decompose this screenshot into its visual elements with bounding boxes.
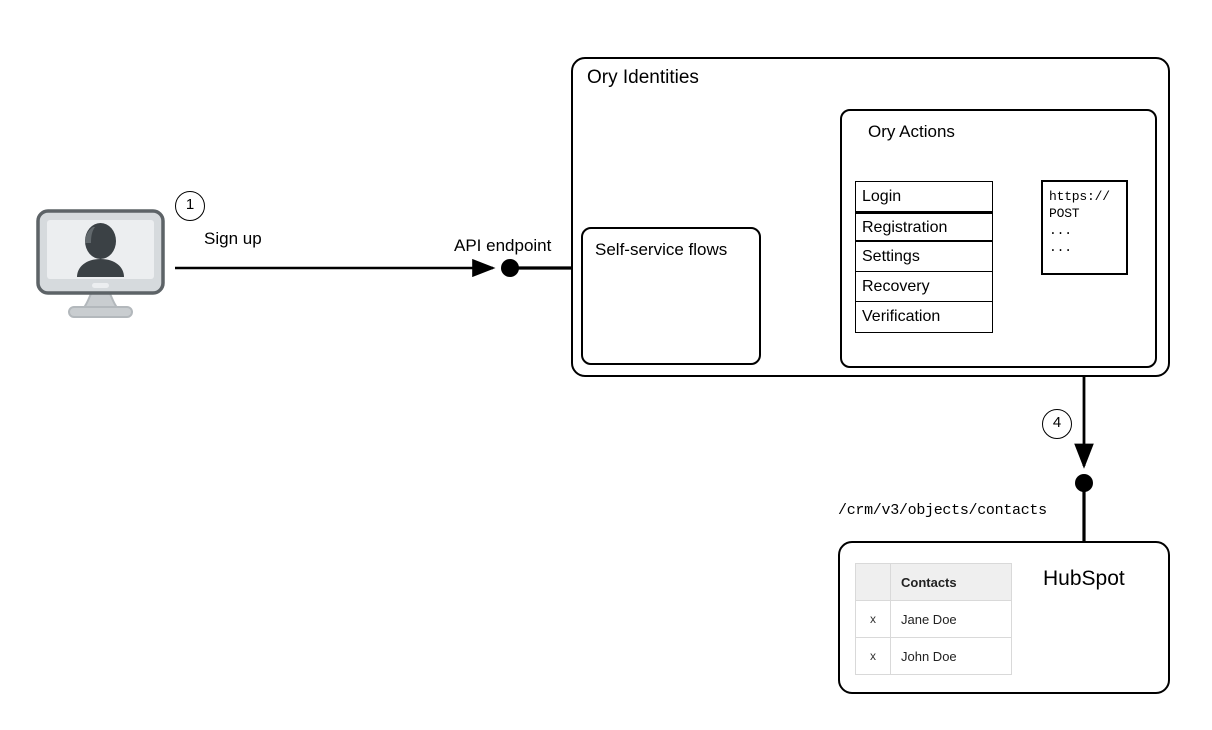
table-row[interactable]: x Jane Doe [855, 600, 1012, 638]
flow-item-registration[interactable]: Registration [856, 212, 992, 242]
crm-path-label: /crm/v3/objects/contacts [838, 502, 1047, 519]
api-endpoint-dot [501, 259, 519, 277]
webhook-line-ellipsis-1: ... [1049, 223, 1072, 238]
flow-item-recovery[interactable]: Recovery [856, 272, 992, 302]
self-service-flows-box [581, 227, 761, 365]
signup-label: Sign up [204, 229, 262, 248]
table-header-mark [855, 563, 891, 601]
table-header-row: Contacts [855, 563, 1012, 601]
row-contact-name: Jane Doe [890, 600, 1012, 638]
table-row[interactable]: x John Doe [855, 637, 1012, 675]
webhook-line-url: https:// [1049, 189, 1110, 204]
monitor-user-icon [36, 209, 165, 318]
ory-identities-title: Ory Identities [587, 67, 699, 88]
flow-list: Login Registration Settings Recovery Ver… [855, 181, 993, 333]
webhook-code-box: https:// POST ... ... [1041, 180, 1128, 275]
flow-item-verification[interactable]: Verification [856, 302, 992, 332]
row-mark: x [855, 600, 891, 638]
step-badge-1: 1 [175, 191, 205, 221]
webhook-line-ellipsis-2: ... [1049, 240, 1072, 255]
webhook-line-method: POST [1049, 206, 1080, 221]
hubspot-title: HubSpot [1043, 567, 1125, 590]
ory-actions-title: Ory Actions [868, 122, 955, 141]
flow-item-login[interactable]: Login [856, 182, 992, 212]
row-mark: x [855, 637, 891, 675]
hubspot-endpoint-dot [1075, 474, 1093, 492]
contacts-table: Contacts x Jane Doe x John Doe [855, 563, 1012, 675]
flow-item-settings[interactable]: Settings [856, 242, 992, 272]
api-endpoint-label: API endpoint [454, 236, 552, 255]
row-contact-name: John Doe [890, 637, 1012, 675]
self-service-flows-title: Self-service flows [595, 240, 728, 259]
step-badge-4: 4 [1042, 409, 1072, 439]
table-header-contacts: Contacts [890, 563, 1012, 601]
